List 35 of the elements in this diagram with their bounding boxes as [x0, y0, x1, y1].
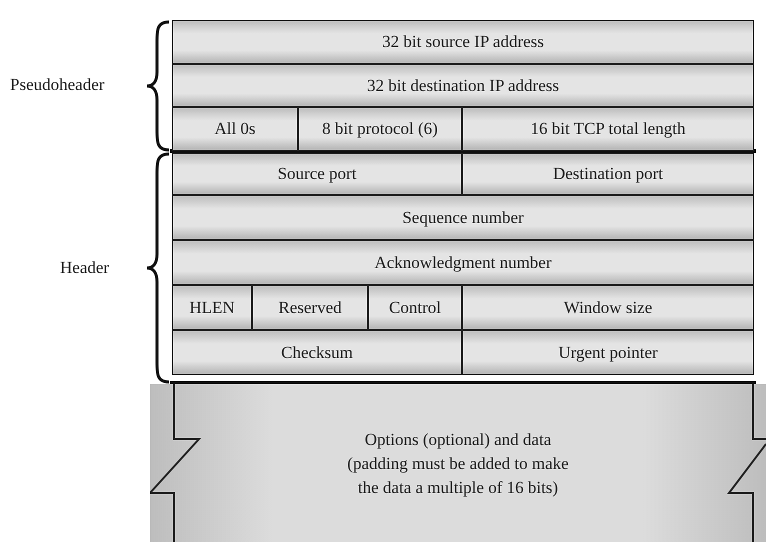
- header-field: [172, 195, 754, 240]
- header-field: [462, 285, 754, 330]
- field-label: All 0s: [214, 119, 256, 139]
- field-label: Sequence number: [402, 208, 524, 228]
- header-field: [462, 107, 754, 151]
- header-field: [172, 153, 462, 195]
- header-field: [172, 285, 252, 330]
- header-field: [462, 330, 754, 375]
- field-label: Reserved: [278, 298, 342, 318]
- section-label: Pseudoheader: [10, 75, 104, 95]
- field-label: Checksum: [281, 342, 353, 362]
- header-field: [172, 240, 754, 285]
- field-label: 32 bit destination IP address: [366, 76, 559, 96]
- field-label: Acknowledgment number: [374, 252, 552, 272]
- header-field: [172, 330, 462, 375]
- header-field: [252, 285, 368, 330]
- field-label: HLEN: [189, 298, 235, 318]
- header-field: [172, 64, 754, 107]
- field-label: Urgent pointer: [558, 342, 658, 362]
- field-label: 32 bit source IP address: [382, 32, 544, 52]
- field-label: 8 bit protocol (6): [322, 119, 438, 139]
- field-label: Source port: [278, 164, 356, 184]
- header-field: [172, 107, 298, 151]
- note-text: (padding must be added to make the data a multiple of 16 bits): [346, 453, 570, 499]
- section-label: Header: [60, 258, 110, 278]
- header-field: [172, 20, 754, 64]
- header-field: [462, 153, 754, 195]
- field-label: Window size: [564, 298, 652, 318]
- data-region: [150, 384, 766, 542]
- region-title: Options (optional) and data: [364, 429, 552, 451]
- field-label: 16 bit TCP total length: [530, 119, 686, 139]
- field-label: Destination port: [552, 164, 663, 184]
- header-field: [368, 285, 462, 330]
- field-label: Control: [389, 298, 441, 318]
- header-field: [298, 107, 462, 151]
